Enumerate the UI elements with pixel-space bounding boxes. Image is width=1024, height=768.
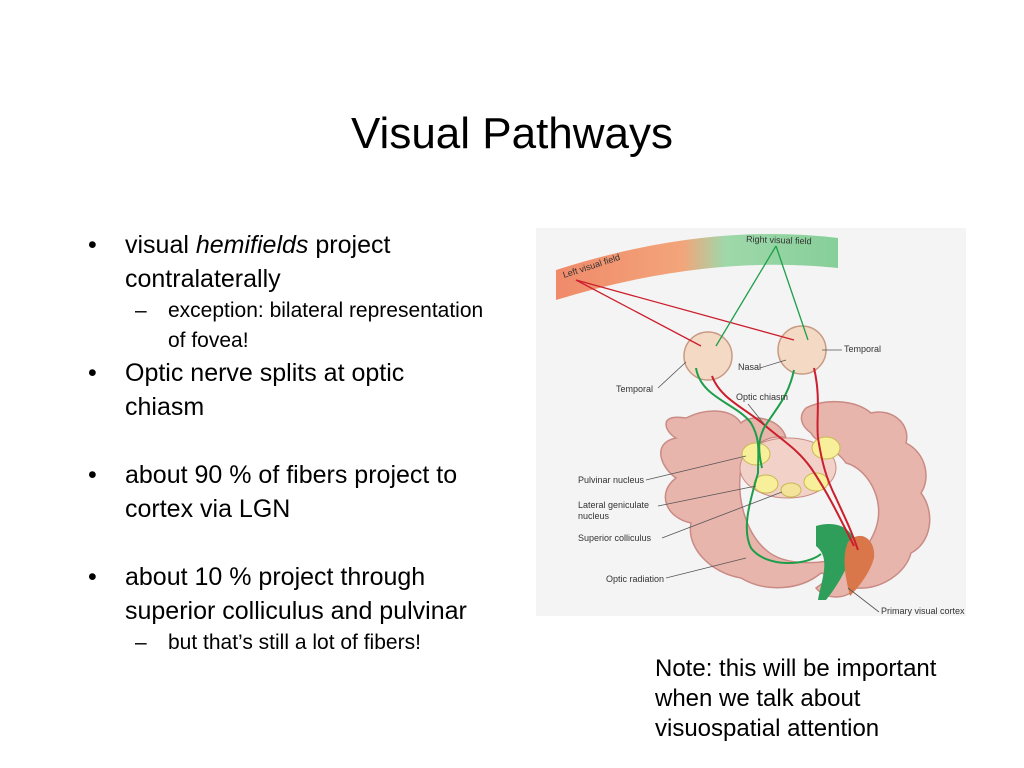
- ray-red-left-a: [575, 279, 702, 347]
- temporal-right-label: Temporal: [844, 344, 881, 354]
- lgn-label-line2: nucleus: [578, 511, 610, 521]
- temporal-left-label: Temporal: [616, 384, 653, 394]
- bullet-text: project contralaterally: [125, 231, 391, 293]
- cortex-green: [816, 524, 855, 600]
- ray-green-right-b: [775, 245, 809, 341]
- bullet-text: visual: [125, 231, 196, 259]
- bullet-hemifields: visual hemifields project contralaterall…: [88, 228, 488, 296]
- leader-lines: [645, 349, 880, 613]
- bullet-emphasis: hemifields: [195, 231, 309, 259]
- right-eye: [777, 325, 827, 375]
- ray-green-right-a: [715, 245, 777, 347]
- bullet-list: visual hemifields project contralaterall…: [88, 228, 488, 658]
- superior-colliculus-label: Superior colliculus: [578, 533, 652, 543]
- subbullet-fovea: exception: bilateral representation of f…: [123, 296, 488, 356]
- optic-nerve-green-right: [758, 369, 795, 469]
- bullet-optic-chiasm: Optic nerve splits at optic chiasm: [88, 356, 488, 424]
- colliculus: [780, 482, 802, 498]
- note-text: Note: this will be important when we tal…: [655, 655, 937, 742]
- optic-chiasm-label: Optic chiasm: [736, 392, 788, 402]
- pulvinar-nucleus-label: Pulvinar nucleus: [578, 475, 645, 485]
- optic-nerve-green-left: [695, 367, 822, 564]
- bullet-lgn: about 90 % of fibers project to cortex v…: [88, 458, 488, 526]
- right-visual-field-label: Right visual field: [746, 234, 812, 246]
- spacer: [88, 526, 488, 560]
- spacer: [88, 424, 488, 458]
- cortex-orange: [844, 535, 875, 596]
- visual-field-arc: [556, 234, 838, 300]
- optic-nerve-red-left: [711, 375, 855, 547]
- slide-title: Visual Pathways: [350, 109, 674, 158]
- visual-pathway-diagram: Left visual field Right visual field Nas…: [556, 234, 965, 616]
- lgn-label-line1: Lateral geniculate: [578, 500, 649, 510]
- pulvinar-right: [811, 436, 841, 460]
- left-eye: [683, 331, 733, 381]
- pulvinar-left: [741, 442, 771, 466]
- optic-nerve-red-right: [813, 367, 859, 551]
- optic-radiation-label: Optic radiation: [606, 574, 664, 584]
- ray-red-left-b: [575, 279, 795, 341]
- primary-visual-cortex-label: Primary visual cortex: [881, 606, 965, 616]
- subbullet-fibers: but that’s still a lot of fibers!: [123, 628, 488, 658]
- nasal-label: Nasal: [738, 362, 761, 372]
- visual-pathway-figure: Left visual field Right visual field Nas…: [536, 228, 966, 616]
- bullet-colliculus: about 10 % project through superior coll…: [88, 560, 488, 628]
